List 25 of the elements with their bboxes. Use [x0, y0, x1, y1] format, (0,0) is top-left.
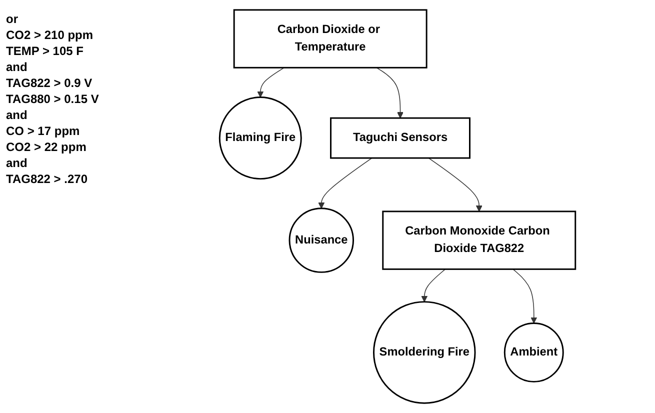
arrow [376, 67, 404, 118]
arrow [512, 268, 538, 324]
condition-text: or [6, 12, 19, 26]
node-circle [218, 96, 302, 180]
condition-text: CO2 > 210 ppm [6, 28, 94, 42]
arrow [257, 67, 284, 98]
node-circle [504, 322, 564, 382]
node-box [330, 117, 470, 159]
condition-text: and [6, 156, 28, 170]
arrow [428, 158, 482, 212]
flowchart-diagram: Carbon Dioxide or Temperature Flaming Fire Taguchi Sensors Nuisance Carbon Monoxide Carbon Dioxide TAG822 Smoldering Fire Ambient [140, 4, 655, 409]
condition-text: TAG880 > 0.15 V [6, 92, 100, 106]
condition-text: CO2 > 22 ppm [6, 140, 88, 154]
node-circle [373, 301, 476, 404]
node-box [382, 210, 576, 270]
condition-text: and [6, 60, 28, 74]
condition-text: TEMP > 105 F [6, 44, 84, 58]
condition-text: TAG822 > 0.9 V [6, 76, 94, 90]
node-box [233, 9, 428, 68]
condition-text: CO > 17 ppm [6, 124, 81, 138]
arrow [421, 268, 446, 302]
node-circle [288, 208, 354, 273]
condition-text: TAG822 > .270 [6, 172, 88, 186]
arrow [318, 158, 372, 209]
condition-text: and [6, 108, 28, 122]
